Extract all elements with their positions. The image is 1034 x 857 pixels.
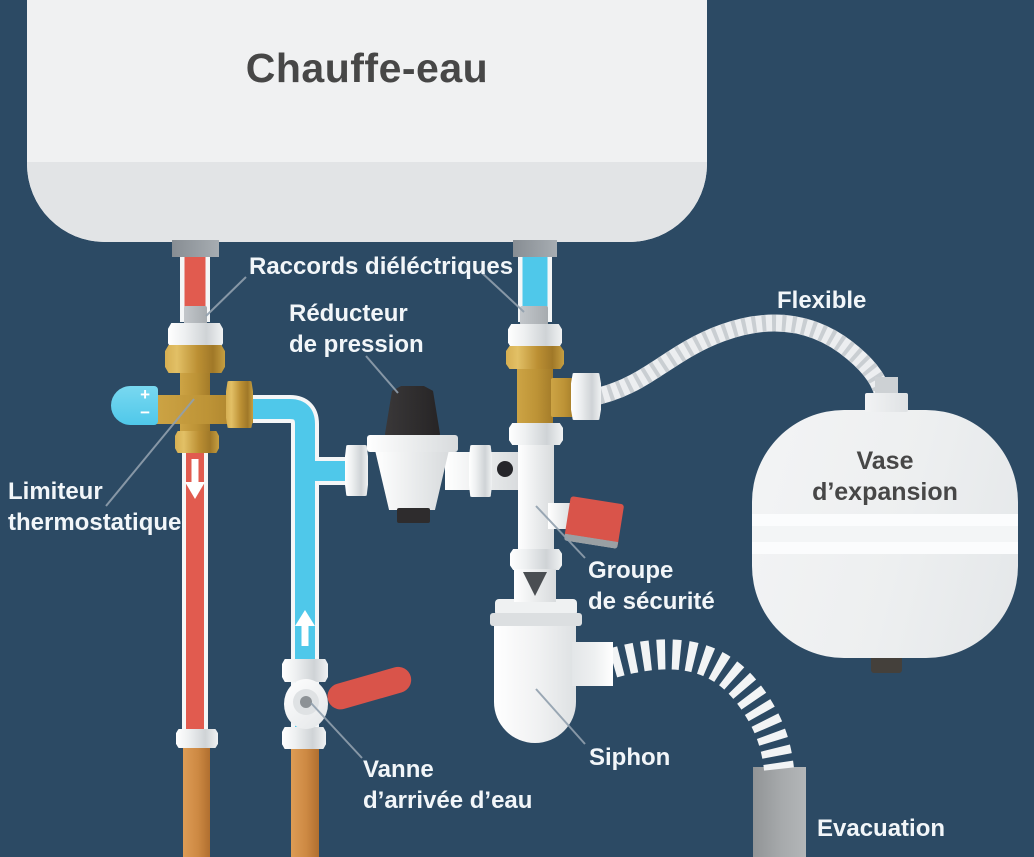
vessel-inlet-cap: [875, 377, 898, 395]
reducer-bottom-nut: [397, 508, 430, 523]
expansion-vessel: Vase d’expansion: [752, 410, 1018, 658]
label-flexible: Flexible: [777, 287, 867, 314]
vessel-band-bottom: [752, 542, 1018, 554]
security-group-top-nut: [509, 423, 563, 445]
vessel-mid-strip: [752, 526, 1018, 542]
vessel-label: Vase d’expansion: [752, 446, 1018, 508]
leader-siphon: [535, 688, 586, 745]
leader-reducteur: [365, 355, 399, 394]
limiter-bottom-nut: [175, 431, 219, 453]
corrugated-drain-hose: [608, 639, 794, 771]
reducer-inlet-nut: [345, 445, 368, 496]
label-groupe-line2: de sécurité: [588, 588, 715, 615]
leader-vanne: [310, 702, 363, 759]
cold-flow-arrow-up-icon: [295, 610, 315, 646]
evacuation-pipe: [753, 767, 806, 857]
leader-groupe: [535, 505, 586, 559]
water-heater-tank: Chauffe-eau: [27, 0, 707, 242]
label-reducteur-line2: de pression: [289, 331, 424, 358]
label-limiteur-line2: thermostatique: [8, 509, 182, 536]
dielectric-union-cold: [508, 324, 562, 348]
flexible-hose-nut: [571, 373, 601, 420]
tundish-air-gap: [523, 572, 547, 596]
label-limiteur-thermostatique: Limiteur thermostatique: [8, 476, 181, 538]
minus-icon: −: [140, 403, 150, 422]
security-group-body: [518, 440, 554, 552]
hot-pipe-coupling: [176, 729, 218, 748]
security-group-bottom-nut: [510, 549, 562, 570]
label-reducteur-line1: Réducteur: [289, 300, 408, 327]
leader-raccords-left: [205, 276, 247, 317]
brass-tee-body: [517, 367, 553, 424]
flexible-hose: [596, 314, 893, 405]
vessel-label-line2: d’expansion: [812, 478, 958, 506]
label-evacuation: Evacuation: [817, 815, 946, 842]
security-group-port: [497, 461, 513, 477]
plus-icon: +: [140, 385, 150, 404]
limiter-top-nut: [165, 345, 225, 373]
leader-raccords-right: [480, 271, 525, 313]
thermostatic-limiter-knob: + −: [111, 386, 158, 425]
tank-connector-cold: [513, 240, 557, 257]
tank-connector-hot: [172, 240, 219, 257]
label-groupe-de-securite: Groupe de sécurité: [588, 555, 715, 617]
copper-pipe-hot: [183, 747, 210, 857]
vessel-label-line1: Vase: [856, 447, 914, 475]
siphon-ring: [490, 613, 582, 626]
valve-bottom-nut: [282, 727, 326, 749]
diagram-title: Chauffe-eau: [245, 45, 489, 91]
limiter-right-nut: [226, 381, 253, 428]
label-vanne-line1: Vanne: [363, 756, 434, 783]
cold-main-pipe: [252, 399, 315, 733]
label-vanne-line2: d’arrivée d’eau: [363, 787, 533, 814]
tank-bottom-band: [27, 162, 707, 242]
siphon-outlet: [572, 642, 613, 686]
label-vanne-arrivee-eau: Vanne d’arrivée d’eau: [363, 754, 532, 816]
reducer-body: [375, 450, 449, 510]
label-limiteur-line1: Limiteur: [8, 478, 103, 505]
vessel-band-top: [752, 514, 1018, 526]
siphon-body: [494, 623, 576, 743]
reducer-collar: [367, 435, 458, 452]
valve-axle: [300, 696, 312, 708]
label-raccords-dielectriques: Raccords diéléctriques: [249, 253, 514, 280]
label-reducteur-de-pression: Réducteur de pression: [289, 298, 424, 360]
valve-top-nut: [282, 659, 328, 682]
label-siphon: Siphon: [589, 744, 671, 771]
dielectric-union-hot: [168, 323, 223, 349]
hot-flow-arrow-down-icon: [185, 459, 205, 499]
vessel-inlet-fitting: [865, 393, 908, 412]
dielectric-fitting-hot-collar: [184, 306, 207, 325]
dielectric-fitting-cold-collar: [520, 306, 548, 325]
copper-pipe-cold: [291, 747, 319, 857]
reducer-adjustment-knob: [384, 386, 441, 440]
label-groupe-line1: Groupe: [588, 557, 674, 584]
siphon-cap: [495, 599, 577, 616]
leader-limiteur: [105, 398, 195, 507]
reducer-outlet-nut: [469, 445, 492, 497]
brass-tee-top-nut: [506, 346, 564, 369]
